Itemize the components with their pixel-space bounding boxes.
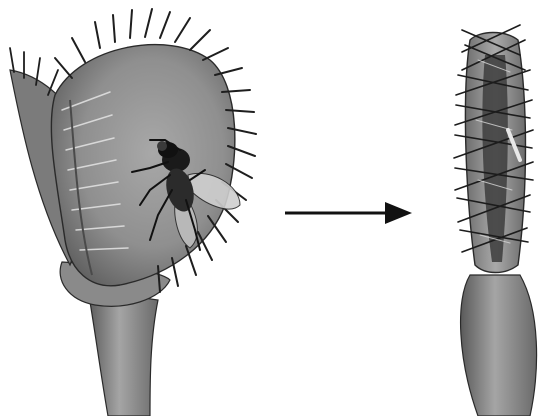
open-trap-stem	[88, 290, 158, 416]
closed-trap-stem	[461, 275, 537, 416]
arrow-right-icon	[285, 202, 412, 224]
closed-trap	[454, 25, 537, 416]
open-trap	[10, 9, 256, 416]
